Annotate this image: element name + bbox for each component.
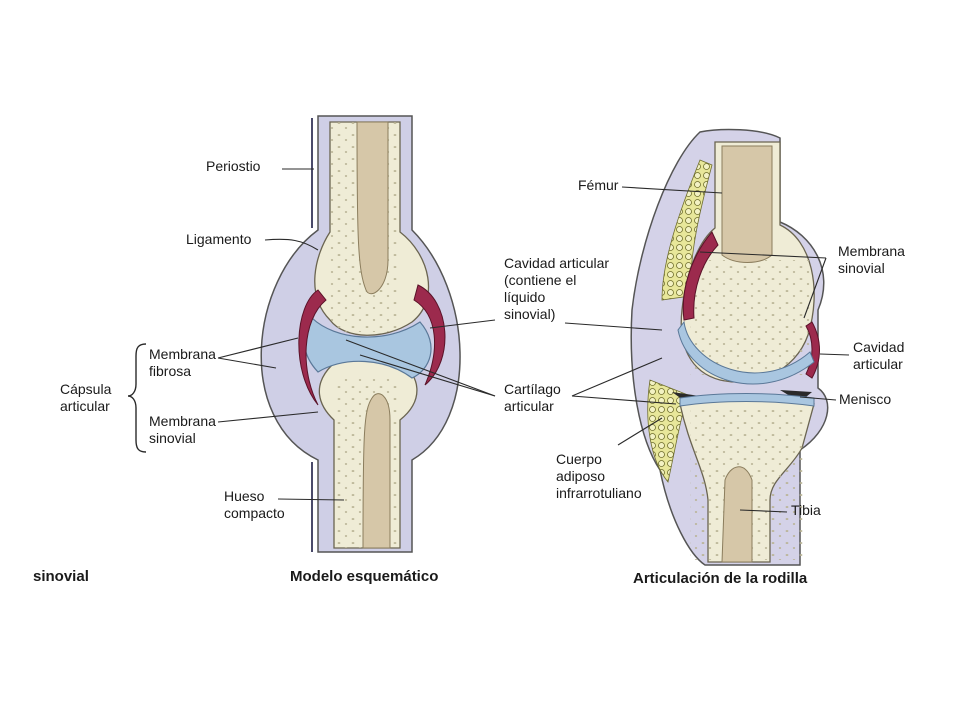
synovial-right-pocket	[413, 284, 446, 386]
tibia-marrow	[721, 466, 753, 563]
label-femur: Fémur	[578, 177, 619, 193]
femur-cartilage	[677, 320, 815, 385]
capsule-brace	[127, 343, 147, 453]
synovial-left-pocket	[298, 289, 327, 406]
tibia-cartilage	[679, 393, 815, 407]
label-periostio: Periostio	[206, 158, 261, 174]
fat-pad-upper	[661, 159, 713, 301]
caption-modelo-esquematico: Modelo esquemático	[290, 568, 439, 585]
caption-partial-sinovial: sinovial	[30, 568, 89, 585]
lower-marrow	[362, 393, 391, 549]
upper-marrow	[356, 121, 389, 295]
label-tibia: Tibia	[791, 502, 821, 518]
femur-marrow	[721, 145, 773, 263]
knee-synovial-right	[805, 321, 820, 379]
caption-articulacion-rodilla: Articulación de la rodilla	[633, 570, 808, 587]
label-menisco: Menisco	[839, 391, 892, 407]
schematic-joint	[260, 115, 461, 553]
knee-synovial-upper	[682, 231, 719, 321]
leader-lines	[217, 168, 850, 513]
knee-joint	[630, 128, 829, 566]
label-ligamento: Ligamento	[186, 231, 252, 247]
